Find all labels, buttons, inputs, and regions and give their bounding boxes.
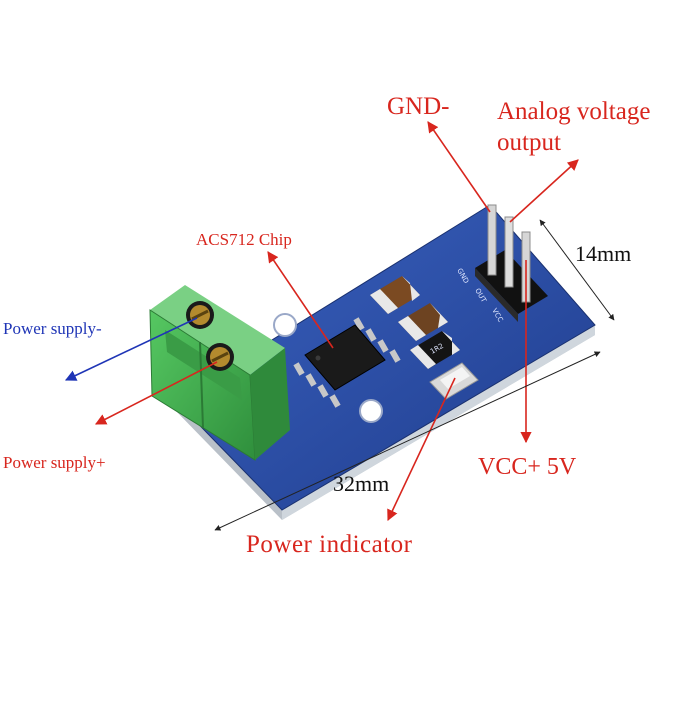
arrow-chip: [267, 251, 334, 349]
smd-capacitor-1: [370, 276, 420, 314]
screw-top: [186, 301, 214, 329]
power-supply-plus-label: Power supply+: [3, 453, 106, 472]
dimension-lines: [214, 219, 615, 531]
dimension-14mm-line: [539, 219, 615, 321]
arrow-power-supply-plus: [95, 361, 218, 425]
power-indicator-label: Power indicator: [246, 531, 413, 558]
analog-output-label-line1: Analog voltage: [497, 98, 651, 125]
arrow-gnd: [427, 121, 491, 213]
gnd-label: GND-: [387, 93, 450, 120]
dimension-32mm-line: [214, 351, 601, 531]
arrow-power-supply-minus: [64, 317, 198, 381]
power-supply-minus-label: Power supply-: [3, 319, 102, 338]
chip-label: ACS712 Chip: [196, 230, 292, 249]
smd-capacitor-2: [398, 303, 448, 341]
analog-output-label-line2: output: [497, 129, 561, 156]
vcc-label: VCC+ 5V: [478, 454, 577, 480]
arrow-analog: [509, 159, 579, 223]
length-dimension-label: 32mm: [333, 471, 390, 496]
width-dimension-label: 14mm: [575, 241, 632, 266]
screw-bottom: [206, 343, 234, 371]
